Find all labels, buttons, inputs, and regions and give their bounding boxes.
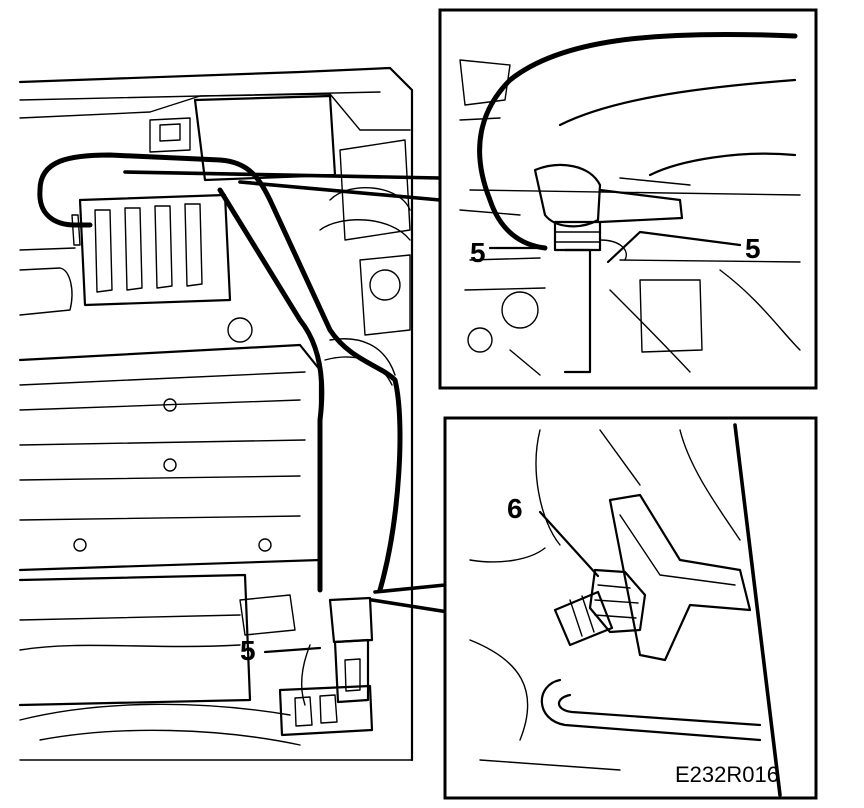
bottom-inset-detail	[443, 416, 818, 800]
callout-5-top-inset-right: 5	[745, 233, 761, 264]
top-inset-detail	[438, 8, 818, 390]
callout-5-top-inset-left: 5	[470, 237, 486, 268]
figure-code: E232R016	[675, 762, 779, 787]
callout-5-main: 5	[240, 635, 256, 666]
callout-6-bottom-inset: 6	[507, 493, 523, 524]
main-engine-view	[18, 66, 414, 762]
inset-leader-lines	[123, 170, 450, 614]
